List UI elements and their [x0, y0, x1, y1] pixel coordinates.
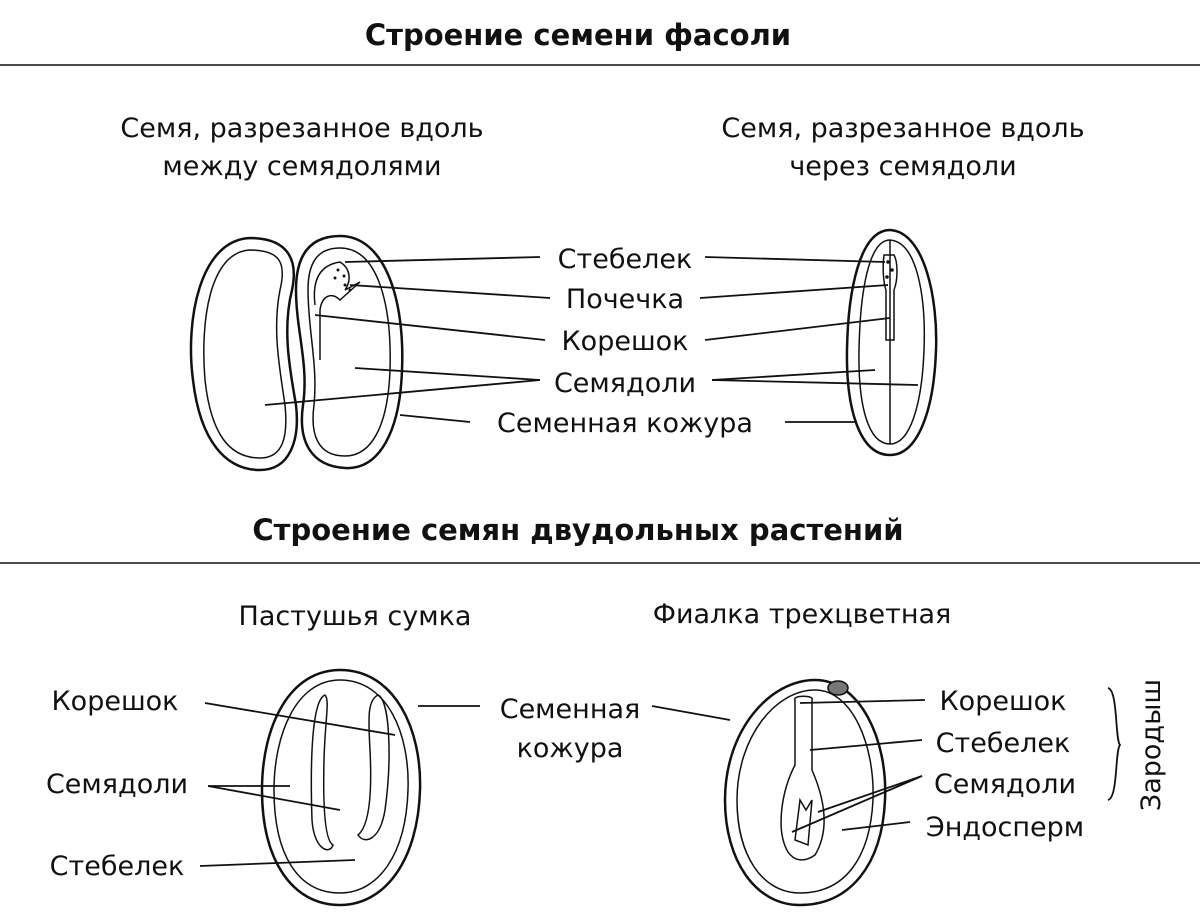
label-seed-coat: Семенная кожура [497, 408, 753, 439]
leader-lines-1 [264, 256, 919, 423]
label-root: Корешок [562, 326, 689, 357]
section2-title: Строение семян двудольных растений [252, 513, 903, 547]
sp-label-stem: Стебелек [50, 851, 185, 882]
bean-right-caption-1: Семя, разрезанное вдоль [721, 113, 1084, 144]
bean-left-caption-2: между семядолями [162, 151, 441, 182]
label-cotyledons: Семядоли [554, 368, 696, 399]
label-seed-coat-1: Семенная [500, 694, 641, 725]
section1-title: Строение семени фасоли [365, 18, 791, 52]
bean-left-caption-1: Семя, разрезанное вдоль [120, 113, 483, 144]
pansy-label-endosperm: Эндосперм [926, 812, 1084, 843]
bean-split-drawing [189, 234, 404, 472]
pansy-label-stem: Стебелек [936, 728, 1071, 759]
pansy-caption: Фиалка трехцветная [653, 599, 952, 630]
shepherds-purse-seed-drawing [260, 668, 422, 907]
embryo-label: Зародыш [1136, 679, 1167, 811]
label-seed-coat-2: кожура [517, 733, 624, 764]
zarodysh-brace [1107, 687, 1122, 801]
leader-lines-3 [418, 705, 731, 721]
bean-right-caption-2: через семядоли [789, 151, 1016, 182]
label-stem: Стебелек [558, 244, 693, 275]
shepherds-purse-caption: Пастушья сумка [239, 601, 472, 632]
pansy-seed-drawing [723, 678, 887, 907]
pansy-label-cotyledons: Семядоли [934, 769, 1076, 800]
leader-lines-4 [791, 699, 926, 833]
leader-lines-2 [199, 702, 396, 867]
bean-cross-drawing [845, 228, 938, 457]
sp-label-root: Корешок [52, 686, 179, 717]
sp-label-cotyledons: Семядоли [46, 769, 188, 800]
label-bud: Почечка [566, 284, 684, 315]
pansy-label-root: Корешок [940, 686, 1067, 717]
